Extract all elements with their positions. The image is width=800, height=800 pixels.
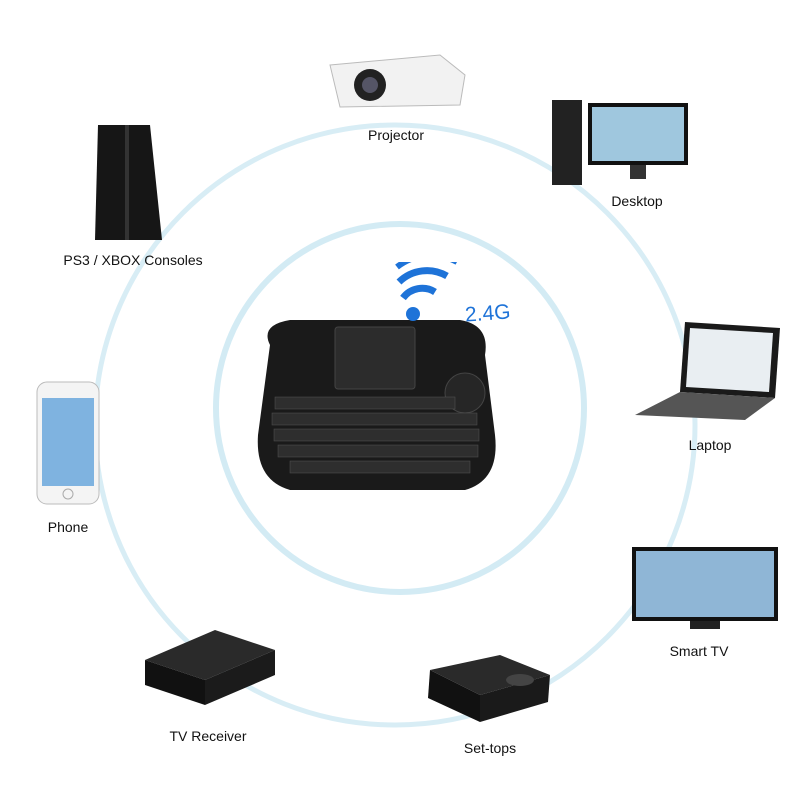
wifi-icon <box>395 262 457 321</box>
tv-icon <box>632 547 778 629</box>
keyboard-icon <box>257 320 496 490</box>
device-label-tv-receiver: TV Receiver <box>169 728 247 744</box>
phone-icon <box>36 381 100 505</box>
laptop-icon <box>635 322 780 420</box>
device-label-desktop: Desktop <box>611 193 663 209</box>
desktop-icon <box>552 100 688 185</box>
device-label-projector: Projector <box>367 127 425 143</box>
device-label-set-tops: Set-tops <box>463 740 517 756</box>
set-top-box-icon <box>428 655 550 722</box>
projector-icon <box>329 54 466 108</box>
inner-ring <box>213 221 587 595</box>
signal-label: 2.4G <box>464 300 512 327</box>
device-label-consoles: PS3 / XBOX Consoles <box>63 252 203 268</box>
device-label-laptop: Laptop <box>688 437 732 453</box>
device-label-smart-tv: Smart TV <box>669 643 729 659</box>
tv-box-icon <box>145 630 275 705</box>
device-label-phone: Phone <box>47 519 89 535</box>
console-icon <box>95 125 162 240</box>
